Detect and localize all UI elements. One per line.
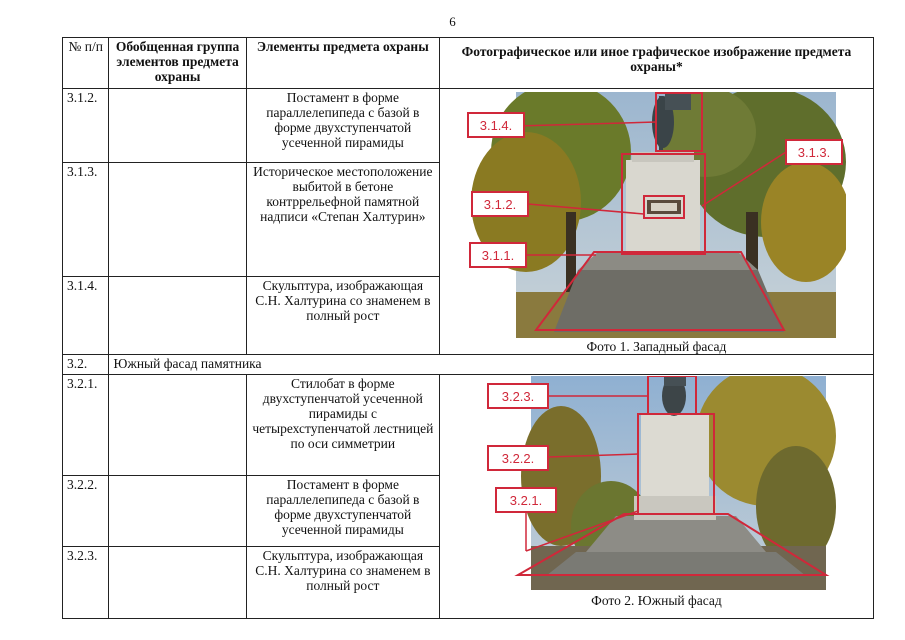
west-facade-photo: 3.1.4. 3.1.3. 3.1.2. 3.1.1. bbox=[467, 92, 847, 338]
tag-box bbox=[467, 112, 526, 138]
tag-label: 3.2.3. bbox=[502, 389, 535, 404]
table-row: 3.1.2. Постамент в форме параллелепипеда… bbox=[61, 88, 875, 355]
photo-caption: Фото 2. Южный фасад bbox=[591, 593, 722, 608]
row-num: 3.1.4. bbox=[61, 276, 110, 355]
row-num: 3.2.3. bbox=[61, 546, 110, 619]
row-num: 3.2.1. bbox=[61, 374, 110, 476]
tag-label: 3.1.4. bbox=[480, 118, 513, 133]
section-row: 3.2. Южный фасад памятника bbox=[61, 354, 874, 375]
row-group bbox=[108, 374, 247, 476]
table-row: 3.2.1. Стилобат в форме двухступенчатой … bbox=[61, 374, 875, 619]
row-group bbox=[108, 162, 247, 277]
tag-label: 3.1.2. bbox=[484, 197, 517, 212]
tag-label: 3.2.1. bbox=[510, 493, 543, 508]
table-header-row: № п/п Обобщенная группа элементов предме… bbox=[61, 37, 875, 89]
header-photo: Фотографическое или иное графическое изо… bbox=[438, 37, 875, 89]
tag-label: 3.1.3. bbox=[798, 145, 831, 160]
row-element: Стилобат в форме двухступенчатой усеченн… bbox=[245, 374, 440, 476]
row-num: 3.1.2. bbox=[61, 88, 110, 163]
photo-cell-west: 3.1.4. 3.1.3. 3.1.2. 3.1.1. Фото 1. Запа… bbox=[438, 88, 875, 355]
row-element: Постамент в форме параллелепипеда с базо… bbox=[245, 475, 440, 547]
photo-caption: Фото 1. Западный фасад bbox=[586, 339, 727, 354]
tag-label: 3.1.1. bbox=[482, 248, 515, 263]
row-element: Постамент в форме параллелепипеда с базо… bbox=[245, 88, 440, 163]
tag-label: 3.2.2. bbox=[502, 451, 535, 466]
protection-subject-table: № п/п Обобщенная группа элементов предме… bbox=[61, 37, 875, 619]
table-row: 3.1.3. Историческое местоположение выбит… bbox=[61, 162, 874, 277]
row-element: Скульптура, изображающая С.Н. Халтурина … bbox=[245, 546, 440, 619]
south-facade-photo: 3.2.3. 3.2.2. 3.2.1. bbox=[487, 376, 837, 590]
section-title: Южный фасад памятника bbox=[108, 354, 874, 375]
row-num: 3.1.3. bbox=[61, 162, 110, 277]
tag-box bbox=[487, 383, 550, 409]
row-group bbox=[108, 475, 247, 547]
row-element: Историческое местоположение выбитой в бе… bbox=[245, 162, 440, 277]
table-row: 3.2.2. Постамент в форме параллелепипеда… bbox=[61, 475, 874, 547]
tag-box bbox=[487, 445, 550, 471]
row-element: Скульптура, изображающая С.Н. Халтурина … bbox=[245, 276, 440, 355]
row-group bbox=[108, 276, 247, 355]
row-num: 3.2.2. bbox=[61, 475, 110, 547]
row-group bbox=[108, 88, 247, 163]
tag-box bbox=[469, 242, 528, 268]
header-elements: Элементы предмета охраны bbox=[245, 37, 440, 89]
page-number: 6 bbox=[449, 14, 456, 29]
tag-box bbox=[785, 139, 844, 165]
tag-box bbox=[495, 487, 558, 513]
tag-box bbox=[471, 191, 530, 217]
table-row: 3.2.3. Скульптура, изображающая С.Н. Хал… bbox=[61, 546, 874, 619]
header-group: Обобщенная группа элементов предмета охр… bbox=[108, 37, 247, 89]
section-num: 3.2. bbox=[61, 354, 110, 375]
row-group bbox=[108, 546, 247, 619]
header-num: № п/п bbox=[61, 37, 110, 89]
photo-cell-south: 3.2.3. 3.2.2. 3.2.1. Фото 2. Южный фасад bbox=[438, 374, 875, 619]
